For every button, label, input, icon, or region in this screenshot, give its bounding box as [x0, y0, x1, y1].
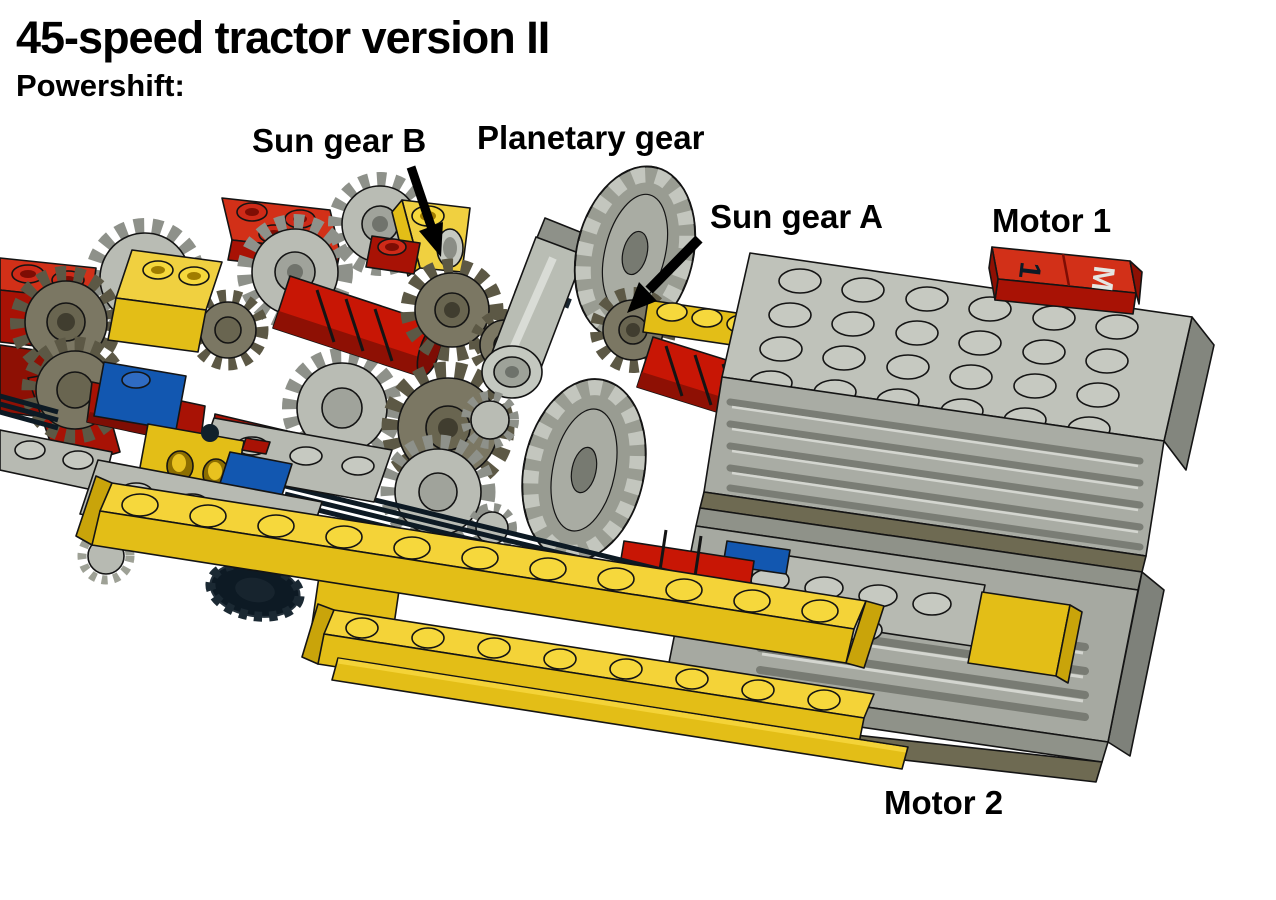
motor-label-brick: 1 M: [988, 246, 1143, 315]
motor-1-vents: [703, 376, 1165, 557]
yellow-support-column: [967, 591, 1083, 684]
red-round-plate: [365, 235, 421, 275]
sun-gear-b-gear: [400, 258, 504, 362]
motor-1-block: 1 M: [703, 246, 1215, 557]
label-motor-2: Motor 2: [884, 784, 1004, 821]
bottom-plate-beam: [331, 657, 909, 770]
label-motor-1: Motor 1: [992, 202, 1112, 239]
label-sun-gear-b: Sun gear B: [252, 122, 427, 159]
planetary-gear-wheel-lower: [521, 378, 647, 562]
subtitle: Powershift:: [16, 68, 185, 103]
red-plate-bit: [241, 437, 271, 455]
axle-hole: [201, 424, 219, 442]
label-sun-gear-a: Sun gear A: [710, 198, 883, 235]
yellow-brick: [107, 249, 223, 353]
yellow-beam-upper: [75, 475, 885, 669]
motor-brick-letter: M: [1085, 264, 1121, 293]
gray-spur-gear: [380, 434, 496, 550]
label-planetary-gear: Planetary gear: [477, 119, 705, 156]
page-title: 45-speed tractor version II: [16, 12, 550, 63]
motor-1-studs: [749, 268, 1139, 442]
motor-brick-digit: 1: [1012, 260, 1047, 281]
changeover-lever-cylinder: [481, 217, 591, 399]
sun-gear-a-arrow: [627, 235, 703, 313]
gray-pinion-gear: [461, 391, 519, 449]
sun-gear-b-arrow: [406, 165, 443, 257]
